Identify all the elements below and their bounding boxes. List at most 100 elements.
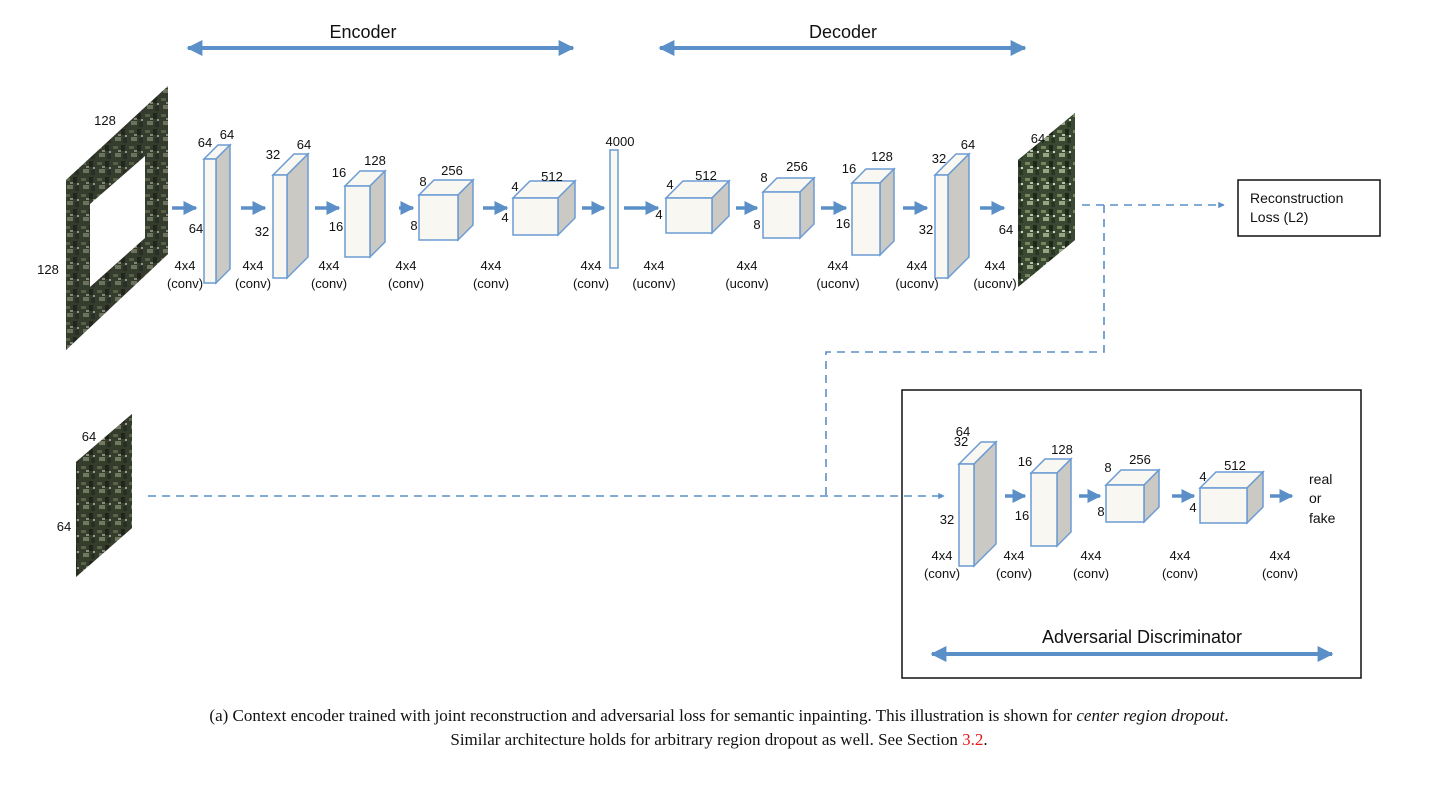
output-image — [1018, 113, 1075, 287]
op-label-e5: 4x4(conv) — [473, 258, 509, 291]
block-front-face — [512, 197, 559, 236]
op-label-e3: 4x4(conv) — [311, 258, 347, 291]
block-width-label: 8 — [760, 170, 767, 185]
block-channels-label: 256 — [786, 159, 808, 174]
block-channels-label: 64 — [956, 424, 970, 439]
block-channels-label: 512 — [695, 168, 717, 183]
block-width-label: 16 — [1018, 454, 1032, 469]
block-front-face — [1030, 472, 1058, 547]
real-size-side: 64 — [57, 519, 71, 534]
block-width-label: 4 — [511, 179, 518, 194]
block-front-face — [762, 191, 801, 239]
discriminator-frame — [901, 389, 1362, 679]
flow-arrows — [172, 201, 1294, 503]
block-width-label: 16 — [332, 165, 346, 180]
real-size-top: 64 — [82, 429, 96, 444]
block-channels-label: 64 — [220, 127, 234, 142]
op-label-u2: 4x4(uconv) — [725, 258, 768, 291]
block-channels-label: 64 — [961, 137, 975, 152]
block-height-label: 16 — [329, 219, 343, 234]
real-label: real — [1309, 471, 1332, 487]
caption-period-1: . — [1224, 706, 1229, 725]
decoder-header: Decoder — [809, 22, 877, 42]
op-label-d2: 4x4(conv) — [996, 548, 1032, 581]
op-labels: 4x4(conv) 4x4(conv) 4x4(conv) 4x4(conv) 4x4(… — [167, 258, 1298, 581]
block-channels-label: 512 — [541, 169, 563, 184]
discriminator-header: Adversarial Discriminator — [1042, 627, 1242, 647]
block-width-label: 8 — [1104, 460, 1111, 475]
block-front-face — [272, 174, 288, 279]
context-encoder-diagram: Encoder Decoder 128 128 6464643232641616… — [37, 22, 1381, 679]
block-height-label: 16 — [1015, 508, 1029, 523]
section-reference-link[interactable]: 3.2 — [962, 730, 984, 749]
block-height-label: 32 — [255, 224, 269, 239]
block-front-face — [851, 182, 881, 256]
op-label-e6: 4x4(conv) — [573, 258, 609, 291]
caption-line-1: (a) Context encoder trained with joint r… — [0, 704, 1438, 728]
block-channels-label: 128 — [1051, 442, 1073, 457]
input-size-top: 128 — [94, 113, 116, 128]
block-channels-label: 256 — [1129, 452, 1151, 467]
block-dis3: 8 8 256 — [1097, 452, 1161, 524]
bottleneck-layer — [609, 149, 619, 269]
block-front-face — [344, 185, 371, 258]
op-label-u4: 4x4(uconv) — [895, 258, 938, 291]
block-front-face — [958, 463, 975, 567]
block-height-label: 4 — [1189, 500, 1196, 515]
block-side-face — [973, 440, 997, 568]
output-size-side: 64 — [999, 222, 1013, 237]
or-label: or — [1309, 490, 1322, 506]
input-size-side: 128 — [37, 262, 59, 277]
real-image — [76, 414, 132, 577]
bottleneck-label: 4000 — [606, 134, 635, 149]
op-label-e1: 4x4(conv) — [167, 258, 203, 291]
block-front-face — [203, 158, 217, 284]
caption-line-2: Similar architecture holds for arbitrary… — [0, 728, 1438, 752]
block-height-label: 32 — [940, 512, 954, 527]
block-height-label: 8 — [1097, 504, 1104, 519]
block-channels-label: 256 — [441, 163, 463, 178]
loss-label-line2: Loss (L2) — [1250, 209, 1308, 225]
block-height-label: 32 — [919, 222, 933, 237]
feature-blocks: 6464643232641616128882564451244512882561… — [189, 127, 1265, 568]
block-side-face — [369, 169, 386, 259]
block-side-face — [1056, 457, 1072, 548]
op-label-u3: 4x4(uconv) — [816, 258, 859, 291]
block-front-face — [418, 194, 459, 241]
op-label-d4: 4x4(conv) — [1162, 548, 1198, 581]
caption-period-2: . — [983, 730, 988, 749]
caption-text-1: (a) Context encoder trained with joint r… — [209, 706, 1077, 725]
block-dis2: 16 16 128 — [1015, 442, 1073, 548]
encoder-header: Encoder — [329, 22, 396, 42]
block-side-face — [879, 167, 895, 257]
block-width-label: 64 — [198, 135, 212, 150]
input-image — [66, 86, 168, 350]
figure-caption: (a) Context encoder trained with joint r… — [0, 704, 1438, 752]
block-side-face — [286, 152, 309, 280]
block-height-label: 4 — [501, 210, 508, 225]
block-side-face — [215, 143, 231, 285]
block-side-face — [947, 152, 970, 280]
block-enc5: 4 4 512 — [501, 169, 577, 237]
block-front-face — [1105, 484, 1145, 523]
block-front-face — [665, 197, 713, 234]
output-size-top: 64 — [1031, 131, 1045, 146]
reconstruction-loss-box — [1237, 179, 1381, 237]
block-channels-label: 64 — [297, 137, 311, 152]
op-label-d1: 4x4(conv) — [924, 548, 960, 581]
block-width-label: 32 — [954, 434, 968, 449]
block-height-label: 16 — [836, 216, 850, 231]
op-label-e2: 4x4(conv) — [235, 258, 271, 291]
caption-emphasis: center region dropout — [1076, 706, 1225, 725]
op-label-e4: 4x4(conv) — [388, 258, 424, 291]
block-front-face — [934, 174, 949, 279]
block-width-label: 8 — [419, 174, 426, 189]
